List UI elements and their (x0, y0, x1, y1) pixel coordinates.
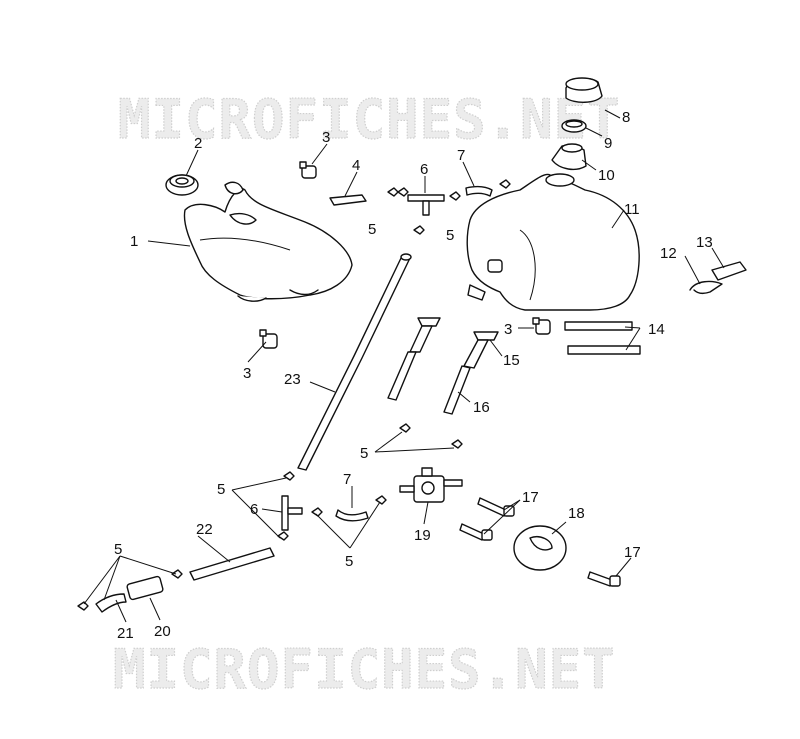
callout-21: 21 (117, 625, 134, 642)
callout-16: 16 (473, 399, 490, 416)
part-1-tank-shell (183, 181, 353, 302)
callout-5-d: 5 (217, 481, 225, 498)
part-11-fuel-tank (466, 173, 640, 311)
part-5-clips (77, 179, 511, 611)
callout-15: 15 (503, 352, 520, 369)
callout-19: 19 (414, 527, 431, 544)
part-23-long-tube (297, 253, 412, 471)
callout-13: 13 (696, 234, 713, 251)
part-14-strip-top (564, 321, 633, 331)
part-4-hose (329, 194, 367, 206)
part-22-hose (189, 547, 275, 581)
callout-numbers: 1 2 3 3 3 4 5 5 5 5 5 5 6 6 7 7 8 9 10 1… (114, 109, 713, 642)
callout-23: 23 (284, 371, 301, 388)
callout-5-c: 5 (360, 445, 368, 462)
part-15-gauge-unit (409, 317, 499, 369)
part-17-screw-c (587, 571, 621, 587)
part-16-hose (387, 351, 471, 415)
part-9-ring (561, 119, 587, 133)
callout-20: 20 (154, 623, 171, 640)
callout-9: 9 (604, 135, 612, 152)
watermark-top: MICROFICHES.NET (118, 88, 621, 151)
callout-5-e: 5 (345, 553, 353, 570)
part-6-tee-bottom (281, 495, 303, 531)
callout-7-bottom: 7 (343, 471, 351, 488)
part-21-elbow-hose (95, 593, 127, 613)
part-7-hose-top (465, 185, 493, 197)
watermark-bottom: MICROFICHES.NET (113, 638, 616, 701)
part-2-grommet (165, 174, 199, 196)
callout-2: 2 (194, 135, 202, 152)
callout-3-right: 3 (504, 321, 512, 338)
part-12-spring-clip (689, 280, 723, 295)
callout-14: 14 (648, 321, 665, 338)
callout-11: 11 (624, 201, 640, 218)
part-3-bolt-top (299, 161, 317, 179)
part-6-tee-top (407, 194, 445, 216)
callout-18: 18 (568, 505, 585, 522)
callout-17-b: 17 (624, 544, 641, 561)
part-19-fuel-tap (399, 467, 463, 503)
callout-1: 1 (130, 233, 138, 250)
callout-8: 8 (622, 109, 630, 126)
callout-4: 4 (352, 157, 360, 174)
part-3-bolt-mid (259, 329, 278, 349)
callout-5-a: 5 (368, 221, 376, 238)
callout-5-b: 5 (446, 227, 454, 244)
part-18-disc (513, 525, 567, 571)
callout-22: 22 (196, 521, 213, 538)
part-8-cap (565, 77, 603, 103)
callout-7-top: 7 (457, 147, 465, 164)
leader-lines (83, 109, 725, 623)
part-20-filter (126, 575, 164, 601)
callout-6-top: 6 (420, 161, 428, 178)
callout-6-bottom: 6 (250, 501, 258, 518)
part-3-bolt-right (532, 317, 551, 335)
part-17-screw-b (459, 523, 493, 541)
callout-12: 12 (660, 245, 677, 262)
part-10-filler-neck (551, 143, 587, 171)
callout-3-mid: 3 (243, 365, 251, 382)
part-7-hose-bottom (335, 509, 369, 522)
part-14-strip-bottom (567, 345, 641, 355)
callout-17-a: 17 (522, 489, 539, 506)
callout-5-f: 5 (114, 541, 122, 558)
part-13-bracket (711, 261, 747, 281)
callout-3-top: 3 (322, 129, 330, 146)
callout-10: 10 (598, 167, 615, 184)
